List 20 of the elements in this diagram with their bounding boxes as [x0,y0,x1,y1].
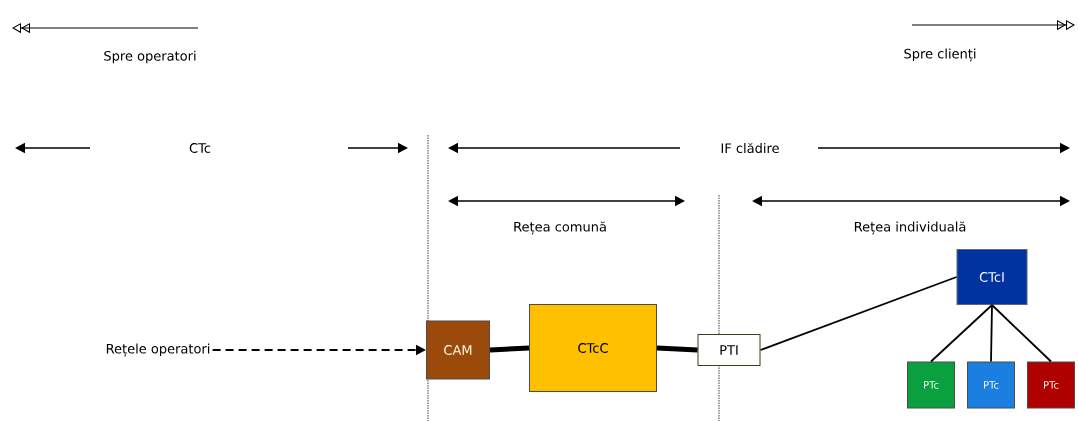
connector [759,276,958,351]
equipment-box: PTc [1027,361,1075,409]
connector [930,304,993,363]
connector [489,345,530,353]
equipment-box: CTcC [529,304,657,392]
connector [990,304,993,363]
label-text: Rețea comună [514,221,606,235]
equipment-box: CAM [426,320,490,380]
label-text: Rețea individuală [854,221,966,235]
label-text: CTc [189,143,211,153]
equipment-box: PTc [907,361,955,409]
connector [656,345,698,353]
equipment-box: PTI [697,334,761,366]
label-text: Rețele operatori [106,343,210,357]
label-text: IF clădire [721,142,779,154]
label-text: Spre clienți [904,48,976,62]
connector [991,304,1052,363]
equipment-box: PTc [967,361,1015,409]
equipment-box: CTcI [956,249,1028,305]
label-text: Spre operatori [104,50,196,64]
